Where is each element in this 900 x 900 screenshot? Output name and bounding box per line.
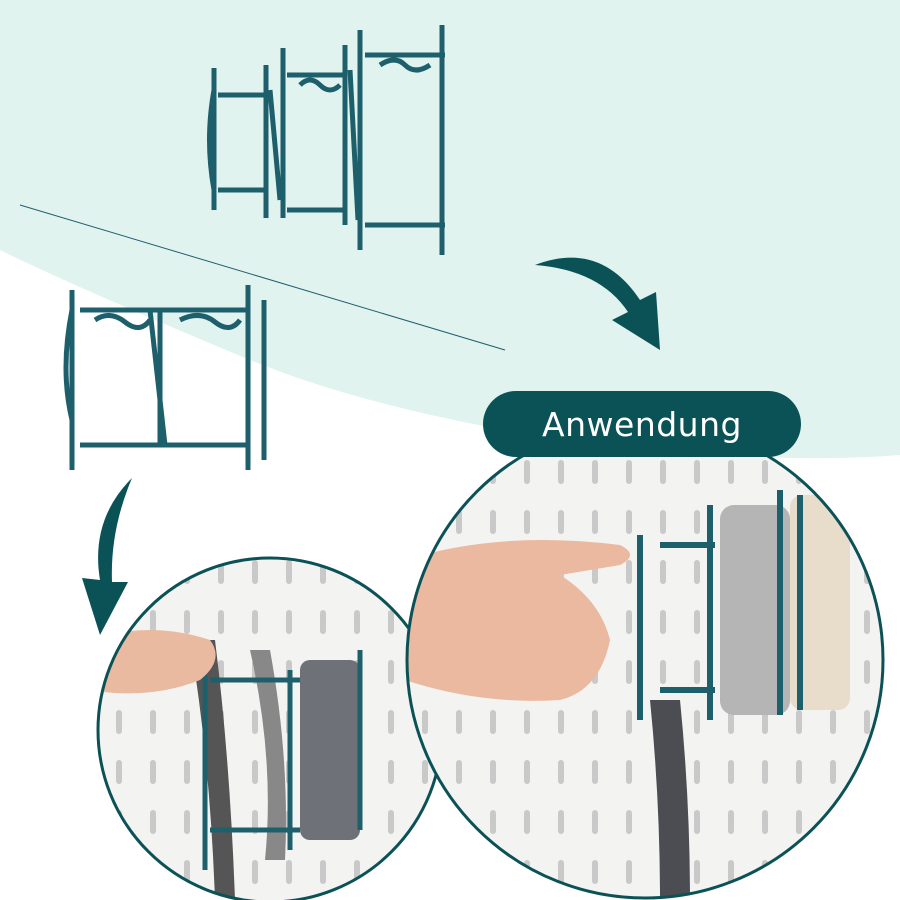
divider-line: [19, 204, 506, 351]
usage-badge-label: Anwendung: [542, 404, 742, 444]
frames-set-icon: [207, 25, 445, 255]
usage-badge: Anwendung: [483, 391, 801, 457]
arrow-left-down-icon: [82, 478, 132, 635]
photo-usage-large: [407, 422, 883, 898]
arrow-right-down-icon: [535, 257, 660, 350]
mint-background: [0, 0, 900, 459]
frame-icon: [63, 285, 267, 470]
